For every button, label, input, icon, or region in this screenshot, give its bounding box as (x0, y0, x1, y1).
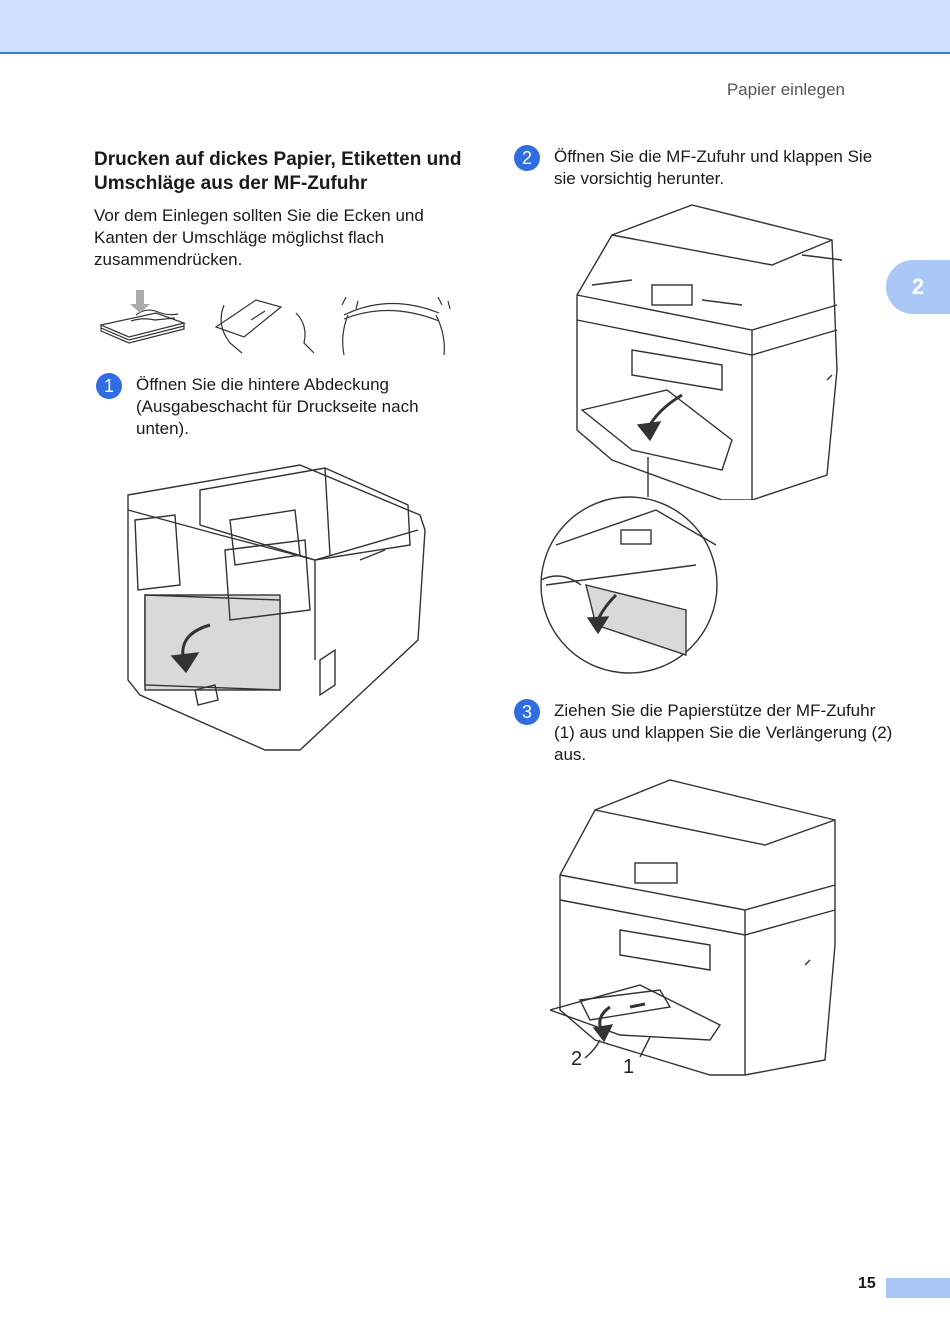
callout-extension: 2 (571, 1048, 583, 1070)
header-band (0, 0, 950, 54)
footer-band (886, 1278, 950, 1298)
chapter-tab[interactable]: 2 (886, 260, 950, 314)
callout-support: 1 (623, 1056, 635, 1078)
envelope-flatten-illustration (96, 285, 461, 360)
page-number: 15 (858, 1275, 876, 1292)
printer-rear-cover-illustration (120, 460, 435, 760)
step-1: 1 Öffnen Sie die hintere Abdeckung (Ausg… (96, 373, 476, 440)
intro-paragraph: Vor dem Einlegen sollten Sie die Ecken u… (94, 206, 424, 269)
step-2-text: Öffnen Sie die MF-Zufuhr und klappen Sie… (554, 147, 873, 188)
printer-mp-tray-open-illustration (572, 200, 852, 500)
step-3-number: 3 (514, 699, 540, 725)
step-1-text: Öffnen Sie die hintere Abdeckung (Ausgab… (136, 375, 419, 438)
printer-paper-support-illustration (550, 775, 840, 1080)
step-1-number: 1 (96, 373, 122, 399)
step-2: 2 Öffnen Sie die MF-Zufuhr und klappen S… (514, 145, 884, 190)
running-header: Papier einlegen (726, 80, 845, 99)
step-3-text: Ziehen Sie die Papierstütze der MF-Zufuh… (554, 701, 893, 764)
step-3: 3 Ziehen Sie die Papierstütze der MF-Zuf… (514, 699, 894, 766)
step-2-number: 2 (514, 145, 540, 171)
section-title: Drucken auf dickes Papier, Etiketten und… (94, 149, 462, 194)
mp-tray-detail-zoom-illustration (536, 455, 721, 685)
